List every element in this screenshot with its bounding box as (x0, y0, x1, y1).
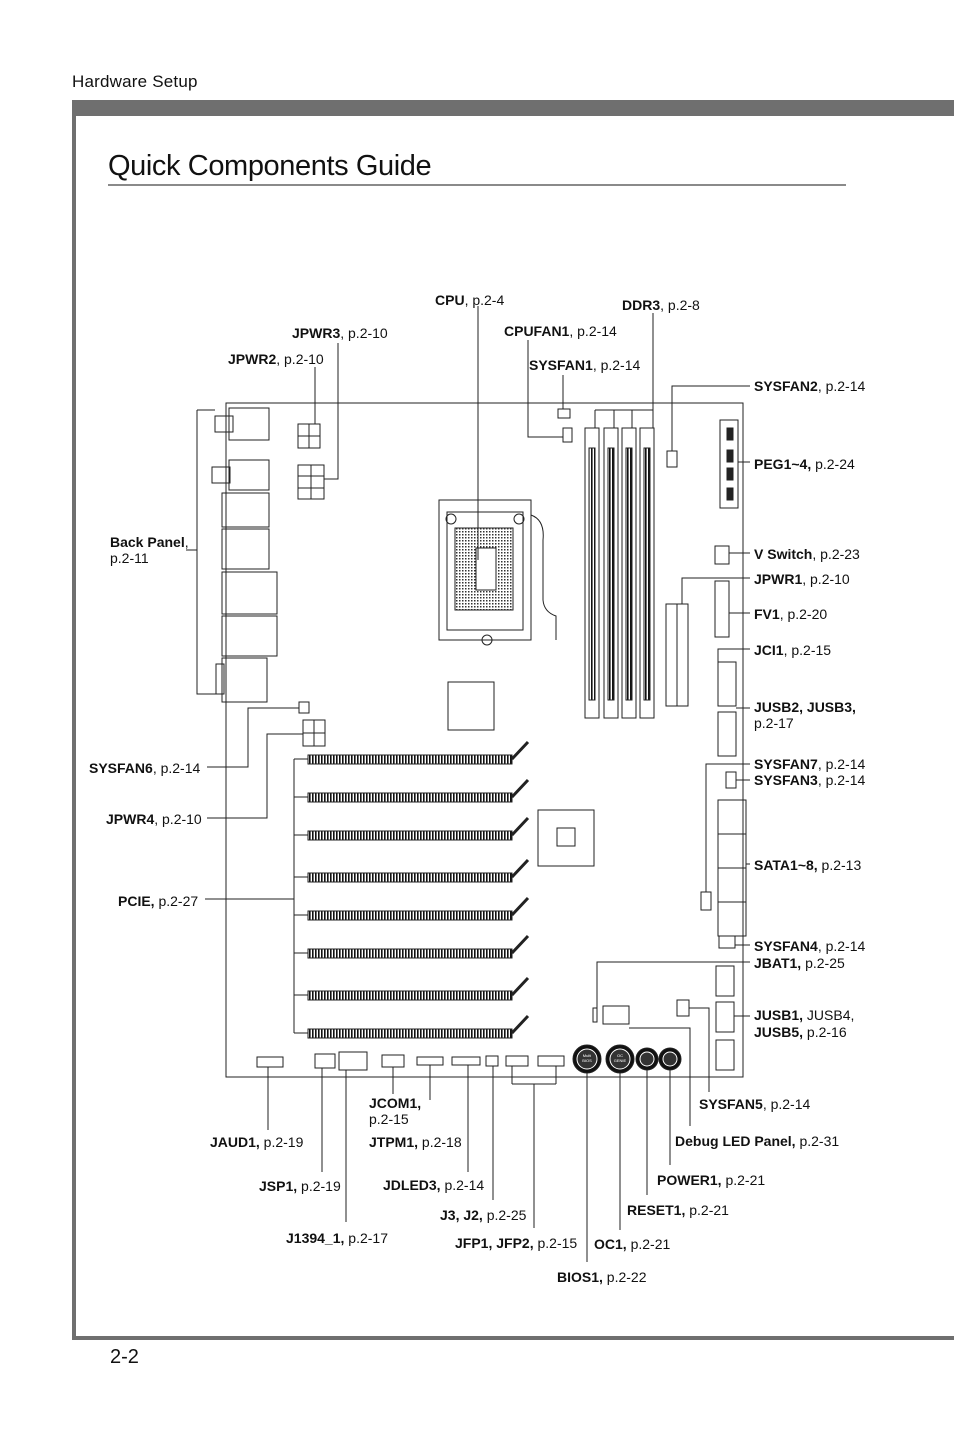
cpu-socket (438, 499, 557, 646)
sata-connectors (717, 799, 747, 937)
label-jusb1: JUSB1, JUSB4, (754, 1007, 855, 1023)
label-cpu: CPU, p.2-4 (435, 292, 505, 308)
label-sata: SATA1~8, p.2-13 (754, 857, 862, 873)
page-title: Quick Components Guide (108, 150, 432, 182)
bottom-frame-bar (72, 1336, 954, 1340)
label-sysfan4: SYSFAN4, p.2-14 (754, 938, 866, 954)
label-jpwr2: JPWR2, p.2-10 (228, 351, 324, 367)
label-jpwr3: JPWR3, p.2-10 (292, 325, 388, 341)
label-jtpm1: JTPM1, p.2-18 (369, 1134, 462, 1150)
label-jusb5: JUSB5, p.2-16 (754, 1024, 847, 1040)
board-outline (225, 402, 744, 1078)
header-bar (72, 100, 954, 116)
label-bios1: BIOS1, p.2-22 (557, 1269, 647, 1285)
label-v-switch: V Switch, p.2-23 (754, 546, 860, 562)
label-ddr3: DDR3, p.2-8 (622, 297, 700, 313)
label-jfp: JFP1, JFP2, p.2-15 (455, 1235, 578, 1251)
oc-button-mark: OC GENIE (613, 1053, 627, 1063)
label-peg: PEG1~4, p.2-24 (754, 456, 855, 472)
label-debug-led: Debug LED Panel, p.2-31 (675, 1133, 840, 1149)
label-jbat1: JBAT1, p.2-25 (754, 955, 845, 971)
ddr3-slots (584, 427, 655, 719)
label-jci1: JCI1, p.2-15 (754, 642, 832, 658)
label-oc1: OC1, p.2-21 (594, 1236, 671, 1252)
label-jpwr4: JPWR4, p.2-10 (106, 811, 202, 827)
label-fv1: FV1, p.2-20 (754, 606, 828, 622)
label-reset1: RESET1, p.2-21 (627, 1202, 729, 1218)
label-jdled3: JDLED3, p.2-14 (383, 1177, 485, 1193)
label-cpufan1: CPUFAN1, p.2-14 (504, 323, 617, 339)
label-j1394: J1394_1, p.2-17 (286, 1230, 388, 1246)
label-sysfan2: SYSFAN2, p.2-14 (754, 378, 866, 394)
label-jsp1: JSP1, p.2-19 (259, 1178, 341, 1194)
label-sysfan6: SYSFAN6, p.2-14 (89, 760, 201, 776)
label-j3-j2: J3, J2, p.2-25 (440, 1207, 527, 1223)
page-number: 2-2 (110, 1346, 139, 1368)
label-back-panel: Back Panel,p.2-11 (110, 534, 189, 566)
jpwr2-jpwr3-connectors (297, 423, 325, 500)
label-sysfan5: SYSFAN5, p.2-14 (699, 1096, 811, 1112)
label-jcom1: JCOM1,p.2-15 (369, 1095, 422, 1127)
label-jusb2-jusb3: JUSB2, JUSB3,p.2-17 (754, 699, 856, 731)
leader-lines (186, 306, 750, 1262)
bios-button-mark: Multi BIOS (582, 1053, 592, 1063)
label-jaud1: JAUD1, p.2-19 (210, 1134, 304, 1150)
left-frame-bar (72, 100, 76, 1340)
section-header: Hardware Setup (72, 72, 198, 91)
label-sysfan1: SYSFAN1, p.2-14 (529, 357, 641, 373)
title-underline (108, 184, 846, 186)
label-jpwr1: JPWR1, p.2-10 (754, 571, 850, 587)
pcie-slots (307, 740, 530, 1039)
label-power1: POWER1, p.2-21 (657, 1172, 766, 1188)
label-sysfan3: SYSFAN3, p.2-14 (754, 772, 866, 788)
back-panel-ports (211, 407, 278, 703)
label-pcie: PCIE, p.2-27 (118, 893, 199, 909)
label-sysfan7: SYSFAN7, p.2-14 (754, 756, 866, 772)
